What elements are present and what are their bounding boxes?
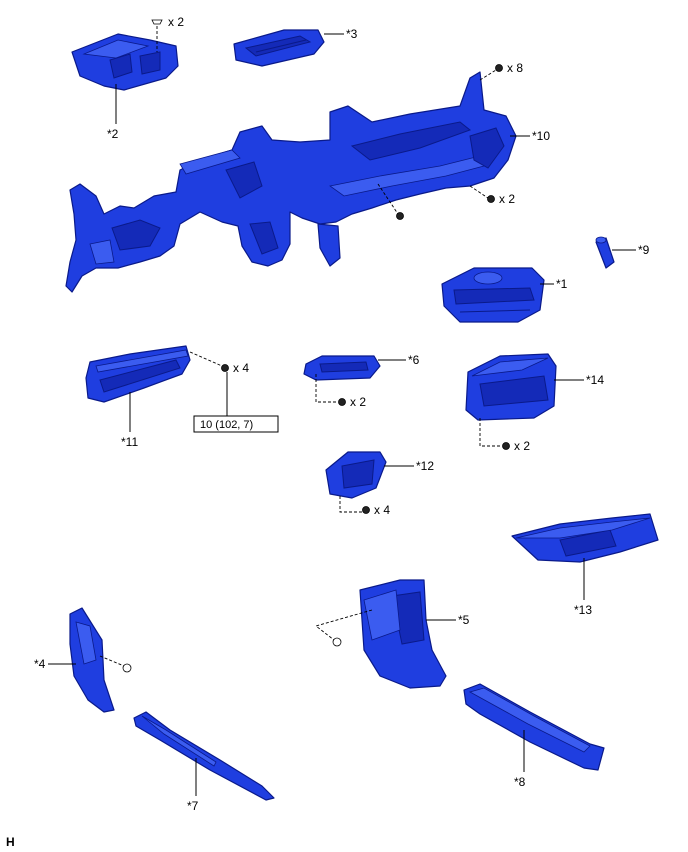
qty-part-6: x 2 xyxy=(350,395,366,409)
part-11-lower-panel xyxy=(85,345,191,403)
part-5-trim xyxy=(359,579,447,689)
torque-spec-box xyxy=(193,415,279,433)
bolt-icon xyxy=(487,195,495,203)
part-6-switch xyxy=(303,355,381,381)
part-13-panel xyxy=(511,513,659,563)
part-10-bolt-line-mid xyxy=(469,185,489,199)
bolt-icon xyxy=(495,64,503,72)
part-9-bracket xyxy=(595,236,615,269)
qty-part-10-top: x 8 xyxy=(507,61,523,75)
part-14-bolt-line xyxy=(479,418,502,447)
bolt-icon xyxy=(362,506,370,514)
label-part-9: *9 xyxy=(638,243,650,257)
part-4-garnish xyxy=(69,607,115,713)
label-part-6: *6 xyxy=(408,353,420,367)
part-10-reinforcement xyxy=(65,71,517,293)
part-1-unit xyxy=(441,267,545,323)
clip-icon xyxy=(332,637,342,647)
label-part-13: *13 xyxy=(574,603,592,617)
label-part-8: *8 xyxy=(514,775,526,789)
part-10-bolt-line-low xyxy=(377,183,399,215)
label-part-11: *11 xyxy=(121,435,138,449)
qty-part-14: x 2 xyxy=(514,439,530,453)
label-part-10: *10 xyxy=(532,129,550,143)
qty-part-10-mid: x 2 xyxy=(499,192,515,206)
part-6-bolt-line xyxy=(315,374,338,403)
part-4-clip-line xyxy=(99,655,125,667)
label-part-2: *2 xyxy=(107,127,119,141)
part-10-bolt-line-top xyxy=(479,69,497,81)
torque-spec: 10 (102, 7) xyxy=(200,419,253,431)
clip-icon xyxy=(151,19,163,25)
bolt-icon xyxy=(396,212,404,220)
qty-part-11: x 4 xyxy=(233,361,249,375)
clip-icon xyxy=(122,663,132,673)
part-7-sill-plate xyxy=(133,711,275,801)
bolt-icon xyxy=(221,364,229,372)
part-2-duct xyxy=(71,33,179,91)
part-12-bolt-line xyxy=(339,496,362,513)
part-14-module xyxy=(465,353,557,421)
part-11-bolt-line xyxy=(189,351,223,367)
label-part-5: *5 xyxy=(458,613,470,627)
label-part-7: *7 xyxy=(187,799,199,813)
label-part-14: *14 xyxy=(586,373,604,387)
part-3-vent xyxy=(233,29,325,67)
label-part-1: *1 xyxy=(556,277,568,291)
bolt-icon xyxy=(502,442,510,450)
corner-mark: H xyxy=(6,835,15,849)
label-part-3: *3 xyxy=(346,27,358,41)
part-12-ecu xyxy=(325,451,387,499)
qty-part-12: x 4 xyxy=(374,503,390,517)
qty-part-2: x 2 xyxy=(168,15,184,29)
part-8-sill-plate xyxy=(463,683,605,771)
label-part-12: *12 xyxy=(416,459,434,473)
bolt-icon xyxy=(338,398,346,406)
label-part-4: *4 xyxy=(34,657,46,671)
